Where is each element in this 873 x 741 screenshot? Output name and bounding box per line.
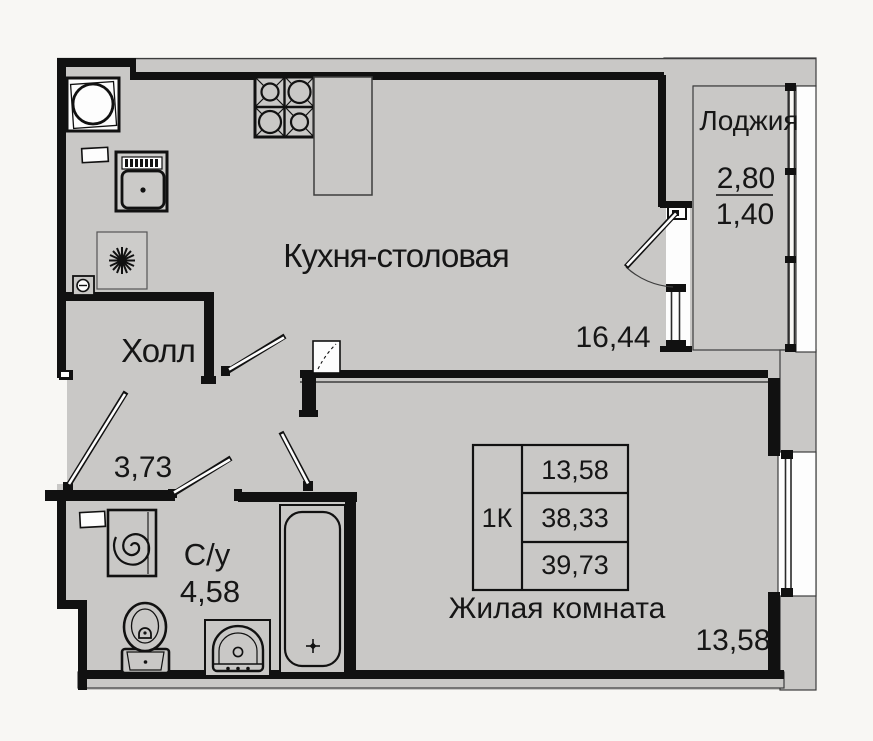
kitchen-counter xyxy=(313,76,373,196)
walls-layer xyxy=(45,58,784,690)
loggia-floor xyxy=(692,85,789,351)
toilet-icon xyxy=(120,601,171,675)
washing-machine-icon xyxy=(106,508,158,578)
kitchen-sink-icon xyxy=(114,150,169,213)
table-area-cell: 38,33 xyxy=(541,503,609,533)
drain-icon xyxy=(306,639,320,653)
table-living-area-cell: 13,58 xyxy=(541,455,609,485)
shelf-icon xyxy=(80,146,110,164)
door-frame-kitchen xyxy=(201,376,216,384)
electrical-box-icon xyxy=(72,275,95,296)
room-kitchen-label: Кухня-столовая xyxy=(283,237,509,274)
room-kitchen-area: 16,44 xyxy=(575,321,650,354)
balcony-frame-top xyxy=(660,201,692,208)
room-living-label: Жилая комната xyxy=(449,592,666,625)
entry-opening xyxy=(50,378,67,484)
wall-bath-top-left xyxy=(45,490,175,501)
drum-spiral xyxy=(112,533,151,566)
round-appliance-icon xyxy=(65,76,121,133)
living-window-recess xyxy=(777,451,817,597)
balcony-door xyxy=(623,206,687,288)
top-wall-band-left xyxy=(130,58,664,74)
loggia-glazing-recess xyxy=(795,85,817,353)
apartment-type-cell: 1К xyxy=(482,503,513,533)
room-bathroom-label: С/у xyxy=(184,537,231,572)
balcony-frame-bottom xyxy=(660,346,692,352)
vent-shaft-icon xyxy=(312,340,341,374)
wall-hall-right xyxy=(204,292,214,380)
loggia-area-total: 2,80 xyxy=(717,162,775,195)
door-frame-living-top xyxy=(299,410,318,417)
labels-layer: Кухня-столовая 16,44 Лоджия 2,80 1,40 Хо… xyxy=(114,105,799,657)
wall-hall-top xyxy=(66,292,214,301)
bathroom-door xyxy=(168,455,242,501)
wall-living-door-leg xyxy=(302,370,316,414)
room-hall-area: 3,73 xyxy=(114,451,172,484)
wall-left-upper xyxy=(57,58,66,378)
wall-bottom xyxy=(78,670,784,679)
room-hall-label: Холл xyxy=(121,332,195,369)
wall-bath-living xyxy=(345,492,356,674)
wall-kitchen-living-divider xyxy=(300,370,768,378)
wall-step-horizontal xyxy=(57,600,87,609)
entry-door xyxy=(63,390,129,491)
stove-icon xyxy=(253,75,316,139)
loggia-area-coef: 1,40 xyxy=(716,198,774,231)
living-room-window xyxy=(781,450,793,597)
wall-left-lower xyxy=(57,501,66,609)
starburst-icon xyxy=(96,231,148,290)
wall-top-step xyxy=(130,58,136,80)
info-table: 1К 13,58 38,33 39,73 xyxy=(471,443,630,592)
doors-layer xyxy=(63,206,687,501)
room-living-area: 13,58 xyxy=(695,624,770,657)
wall-right-upper xyxy=(768,378,780,456)
wall-bath-top-right xyxy=(238,492,357,502)
kitchen-door xyxy=(221,333,287,376)
balcony-opening xyxy=(666,205,690,348)
washbasin-icon xyxy=(204,619,271,677)
living-room-door xyxy=(278,430,313,491)
balcony-window xyxy=(666,284,686,348)
bathroom-fixtures xyxy=(78,504,346,677)
openings xyxy=(50,85,817,597)
wall-top-right xyxy=(130,72,664,80)
kitchen-fixtures xyxy=(65,75,373,374)
door-swing-arc xyxy=(625,266,674,288)
room-loggia-label: Лоджия xyxy=(699,105,798,136)
bathtub-icon xyxy=(279,504,346,674)
room-bathroom-area: 4,58 xyxy=(180,574,240,609)
door-frame-entry-notch xyxy=(61,372,69,377)
wall-kitchen-loggia xyxy=(658,75,666,207)
wall-top-left xyxy=(57,58,135,67)
windows-layer xyxy=(666,83,796,597)
loggia-window xyxy=(785,83,796,352)
wall-step-vertical xyxy=(78,600,87,690)
bath-shelf-icon xyxy=(78,510,107,529)
wall-right-lower xyxy=(768,592,780,672)
table-total-area-cell: 39,73 xyxy=(541,550,609,580)
